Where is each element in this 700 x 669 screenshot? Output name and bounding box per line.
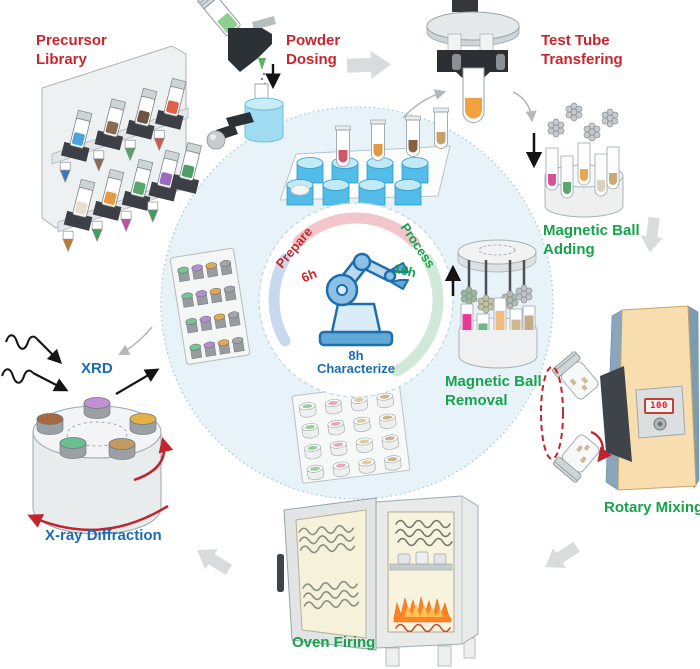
oven-firing-label: Oven Firing: [292, 634, 376, 651]
precursor-library-illustration: [41, 45, 203, 253]
xray-beams-icon: [1, 334, 160, 395]
rotary-mixing-illustration: [540, 305, 700, 491]
flow-arrow-adding-to-rotary-icon: [640, 216, 663, 253]
mixing-tube-lower: [552, 434, 600, 483]
precursor-library-label-line1: Precursor: [36, 32, 107, 49]
vial-tray-illustration: [279, 107, 451, 206]
cycle-center: [258, 202, 454, 398]
stage-rotation-arrow-bottom-icon: [27, 504, 169, 532]
magnetic-ball-adding-label-line1: Magnetic Ball: [543, 222, 640, 239]
rotation-ellipse-icon: [540, 366, 564, 460]
rotary-mixing-display: 100: [644, 398, 674, 414]
precursor-library-label-line2: Library: [36, 51, 87, 68]
characterize-arc: [268, 253, 291, 347]
powder-dosing-label: Powder Dosing: [286, 31, 340, 69]
crucible-tray-illustration: [291, 382, 411, 484]
mixing-tube-upper: [551, 351, 599, 400]
magnetic-ball-removal-label-line2: Removal: [445, 392, 508, 409]
rotary-mixing-label: Rotary Mixing: [604, 499, 700, 516]
stage-rotation-arrow-right-icon: [133, 437, 174, 482]
flow-arrow-rotary-to-oven-icon: [545, 541, 580, 568]
xrd-label: XRD: [81, 360, 113, 377]
swing-arrow-left-icon: [402, 89, 447, 119]
to-xrd-arrow-icon: [118, 326, 153, 356]
oven-firing-illustration: [277, 495, 479, 667]
magnetic-ball-removal-label-line1: Magnetic Ball: [445, 373, 542, 390]
tube-rotation-arrow-icon: [590, 430, 612, 463]
flow-arrow-oven-to-xrd-icon: [197, 549, 233, 575]
prepare-arc: [292, 212, 420, 248]
swing-arrow-right-icon: [512, 91, 537, 123]
magnetic-ball-adding-illustration: [525, 102, 624, 218]
process-arc: [391, 253, 444, 377]
precursor-library-label: Precursor Library: [36, 31, 107, 69]
robot-arm-icon: [318, 252, 409, 347]
magnetic-ball-adding-label: Magnetic Ball Adding: [543, 221, 640, 259]
characterize-phase-label: Characterize: [316, 361, 396, 376]
test-tube-gripper-illustration: [426, 0, 520, 123]
magnetic-ball-adding-label-line2: Adding: [543, 241, 595, 258]
sample-plate-illustration: [169, 247, 251, 365]
magnetic-ball-removal-label: Magnetic Ball Removal: [445, 372, 542, 410]
powder-dosing-label-line2: Dosing: [286, 51, 337, 68]
x-ray-diffraction-label: X-ray Diffraction: [45, 527, 162, 544]
test-tube-transfering-label: Test Tube Transfering: [541, 31, 623, 69]
test-tube-transfering-label-line1: Test Tube: [541, 32, 610, 49]
xrd-illustration: [1, 334, 174, 535]
powder-dosing-label-line1: Powder: [286, 32, 341, 49]
test-tube-transfering-label-line2: Transfering: [541, 51, 623, 68]
oven-door-handle: [277, 554, 284, 592]
flow-arrow-dosing-to-transfer-icon: [346, 50, 391, 79]
characterize-duration-label: 8h: [348, 348, 364, 363]
powder-dosing-illustration: [196, 0, 284, 150]
magnetic-ball-removal-illustration: [444, 239, 538, 369]
